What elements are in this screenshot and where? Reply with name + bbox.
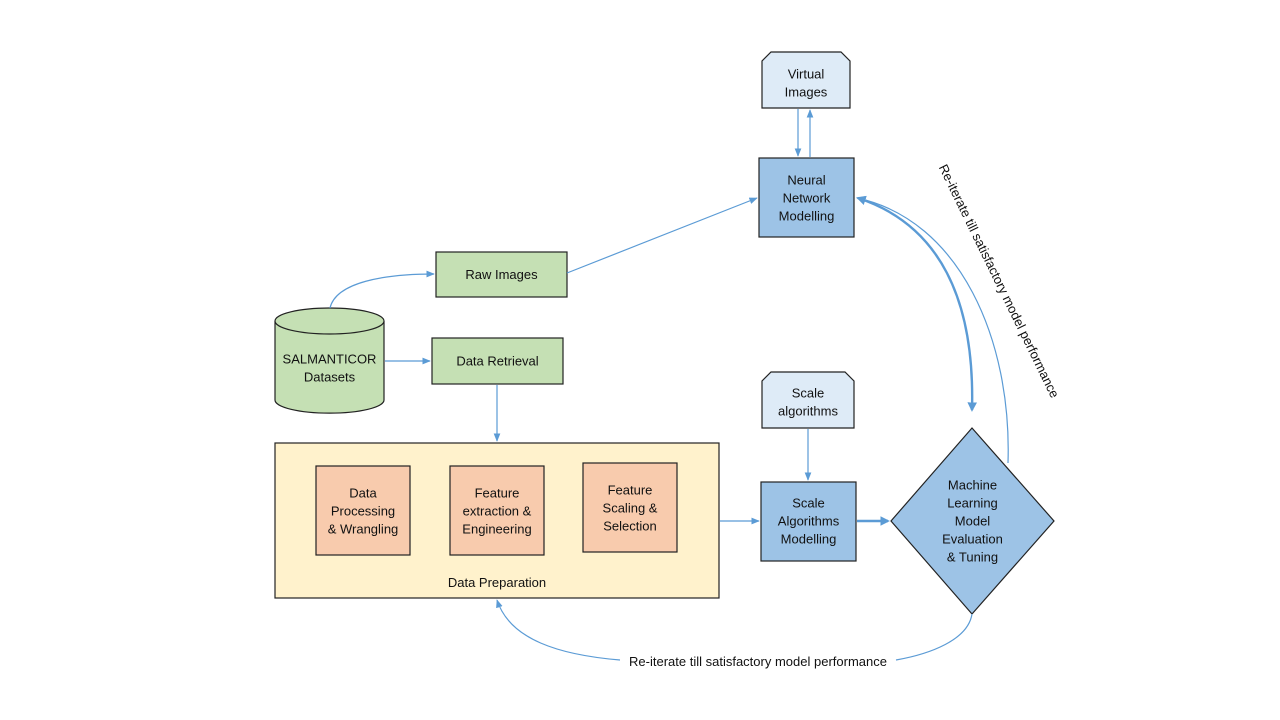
salmanticor-datasets-text: SALMANTICOR Datasets <box>283 352 377 385</box>
node-label-line: Processing <box>331 504 395 519</box>
node-label-line: Raw Images <box>465 267 538 282</box>
node-label-line: Modelling <box>781 532 837 547</box>
scale-algorithms-node: Scale algorithms <box>761 371 855 429</box>
edge-evaluation-loop-to-preparation <box>497 600 973 661</box>
data-preparation-label: Data Preparation <box>448 575 546 590</box>
node-label-line: Datasets <box>304 370 356 385</box>
node-label-line: & Wrangling <box>328 522 399 537</box>
node-label-line: Data <box>349 486 377 501</box>
node-label-line: Virtual <box>788 67 825 82</box>
node-label-line: Data Retrieval <box>456 354 538 369</box>
node-label-line: extraction & <box>463 504 532 519</box>
edge-evaluation-loop-to-neural <box>856 196 1009 464</box>
raw-images-text: Raw Images <box>465 267 538 282</box>
node-label-line: Feature <box>608 483 653 498</box>
loop-label-bottom: Re-iterate till satisfactory model perfo… <box>629 654 887 669</box>
edge-raw-images-to-neural-network <box>566 197 758 274</box>
node-label-line: SALMANTICOR <box>283 352 377 367</box>
node-label-line: Evaluation <box>942 532 1003 547</box>
node-label-line: Algorithms <box>778 514 840 529</box>
raw-images-node: Raw Images <box>435 251 568 298</box>
node-label-line: Network <box>783 191 831 206</box>
node-label-line: Engineering <box>462 522 531 537</box>
edge-neural-evaluation-bidirectional <box>856 195 978 412</box>
node-label-line: algorithms <box>778 404 838 419</box>
feature-extraction-node: Feature extraction & Engineering <box>449 465 545 556</box>
node-label-line: Neural <box>787 173 825 188</box>
node-label-line: Machine <box>948 478 997 493</box>
node-label-line: Model <box>955 514 991 529</box>
node-label-line: Images <box>785 85 828 100</box>
node-label-line: Learning <box>947 496 998 511</box>
node-label-line: & Tuning <box>947 550 998 565</box>
edge-datasets-to-raw-images <box>329 270 435 309</box>
node-label-line: Scale <box>792 386 825 401</box>
salmanticor-datasets-node: SALMANTICOR Datasets <box>274 307 385 414</box>
node-label-line: Feature <box>475 486 520 501</box>
scale-algorithms-text: Scale algorithms <box>778 386 838 419</box>
node-label-line: Modelling <box>779 209 835 224</box>
node-label-line: Scale <box>792 496 825 511</box>
node-label-line: Scaling & <box>603 501 658 516</box>
data-retrieval-text: Data Retrieval <box>456 354 538 369</box>
data-retrieval-node: Data Retrieval <box>431 337 564 385</box>
feature-extraction-text: Feature extraction & Engineering <box>462 486 531 537</box>
node-label-line: Selection <box>603 519 656 534</box>
